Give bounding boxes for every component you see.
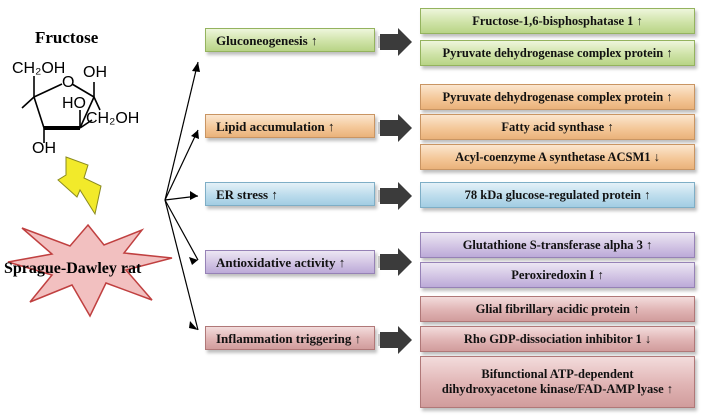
protein-box: Acyl-coenzyme A synthetase ACSM1 ↓: [420, 144, 695, 170]
block-arrow-4: [378, 248, 412, 276]
effect-antioxidative-activity: Antioxidative activity ↑: [205, 250, 375, 274]
ring-oxygen-label: O: [62, 74, 75, 91]
lightning-bolt-icon: [57, 156, 102, 216]
block-arrow-3: [378, 182, 412, 210]
fructose-structure: [21, 76, 101, 143]
protein-box: Peroxiredoxin I ↑: [420, 262, 695, 288]
oh-label: OH: [83, 64, 107, 81]
fructose-title: Fructose: [35, 28, 99, 47]
ch2oh-label-right: CH₂OH: [86, 110, 140, 127]
protein-box: Glial fibrillary acidic protein ↑: [420, 296, 695, 322]
protein-box: Rho GDP-dissociation inhibitor 1 ↓: [420, 326, 695, 352]
protein-box: Glutathione S-transferase alpha 3 ↑: [420, 232, 695, 258]
effect-inflammation-triggering: Inflammation triggering ↑: [205, 326, 375, 350]
effect-er-stress: ER stress ↑: [205, 182, 375, 206]
block-arrow-1: [378, 28, 412, 56]
starburst-shape: [7, 223, 173, 318]
effect-gluconeogenesis: Gluconeogenesis ↑: [205, 28, 375, 52]
organism-label: Sprague-Dawley rat: [4, 260, 142, 277]
ho-label: HO: [62, 95, 86, 112]
protein-box: Pyruvate dehydrogenase complex protein ↑: [420, 84, 695, 110]
oh-label-bottom: OH: [32, 140, 56, 157]
protein-box: Bifunctional ATP-dependent dihydroxyacet…: [420, 356, 695, 408]
protein-box: Pyruvate dehydrogenase complex protein ↑: [420, 40, 695, 66]
block-arrow-5: [378, 326, 412, 354]
block-arrow-2: [378, 114, 412, 142]
protein-box: 78 kDa glucose-regulated protein ↑: [420, 182, 695, 208]
ch2oh-label: CH₂OH: [12, 60, 66, 77]
effect-lipid-accumulation: Lipid accumulation ↑: [205, 114, 375, 138]
protein-box: Fructose-1,6-bisphosphatase 1 ↑: [420, 8, 695, 34]
protein-box: Fatty acid synthase ↑: [420, 114, 695, 140]
